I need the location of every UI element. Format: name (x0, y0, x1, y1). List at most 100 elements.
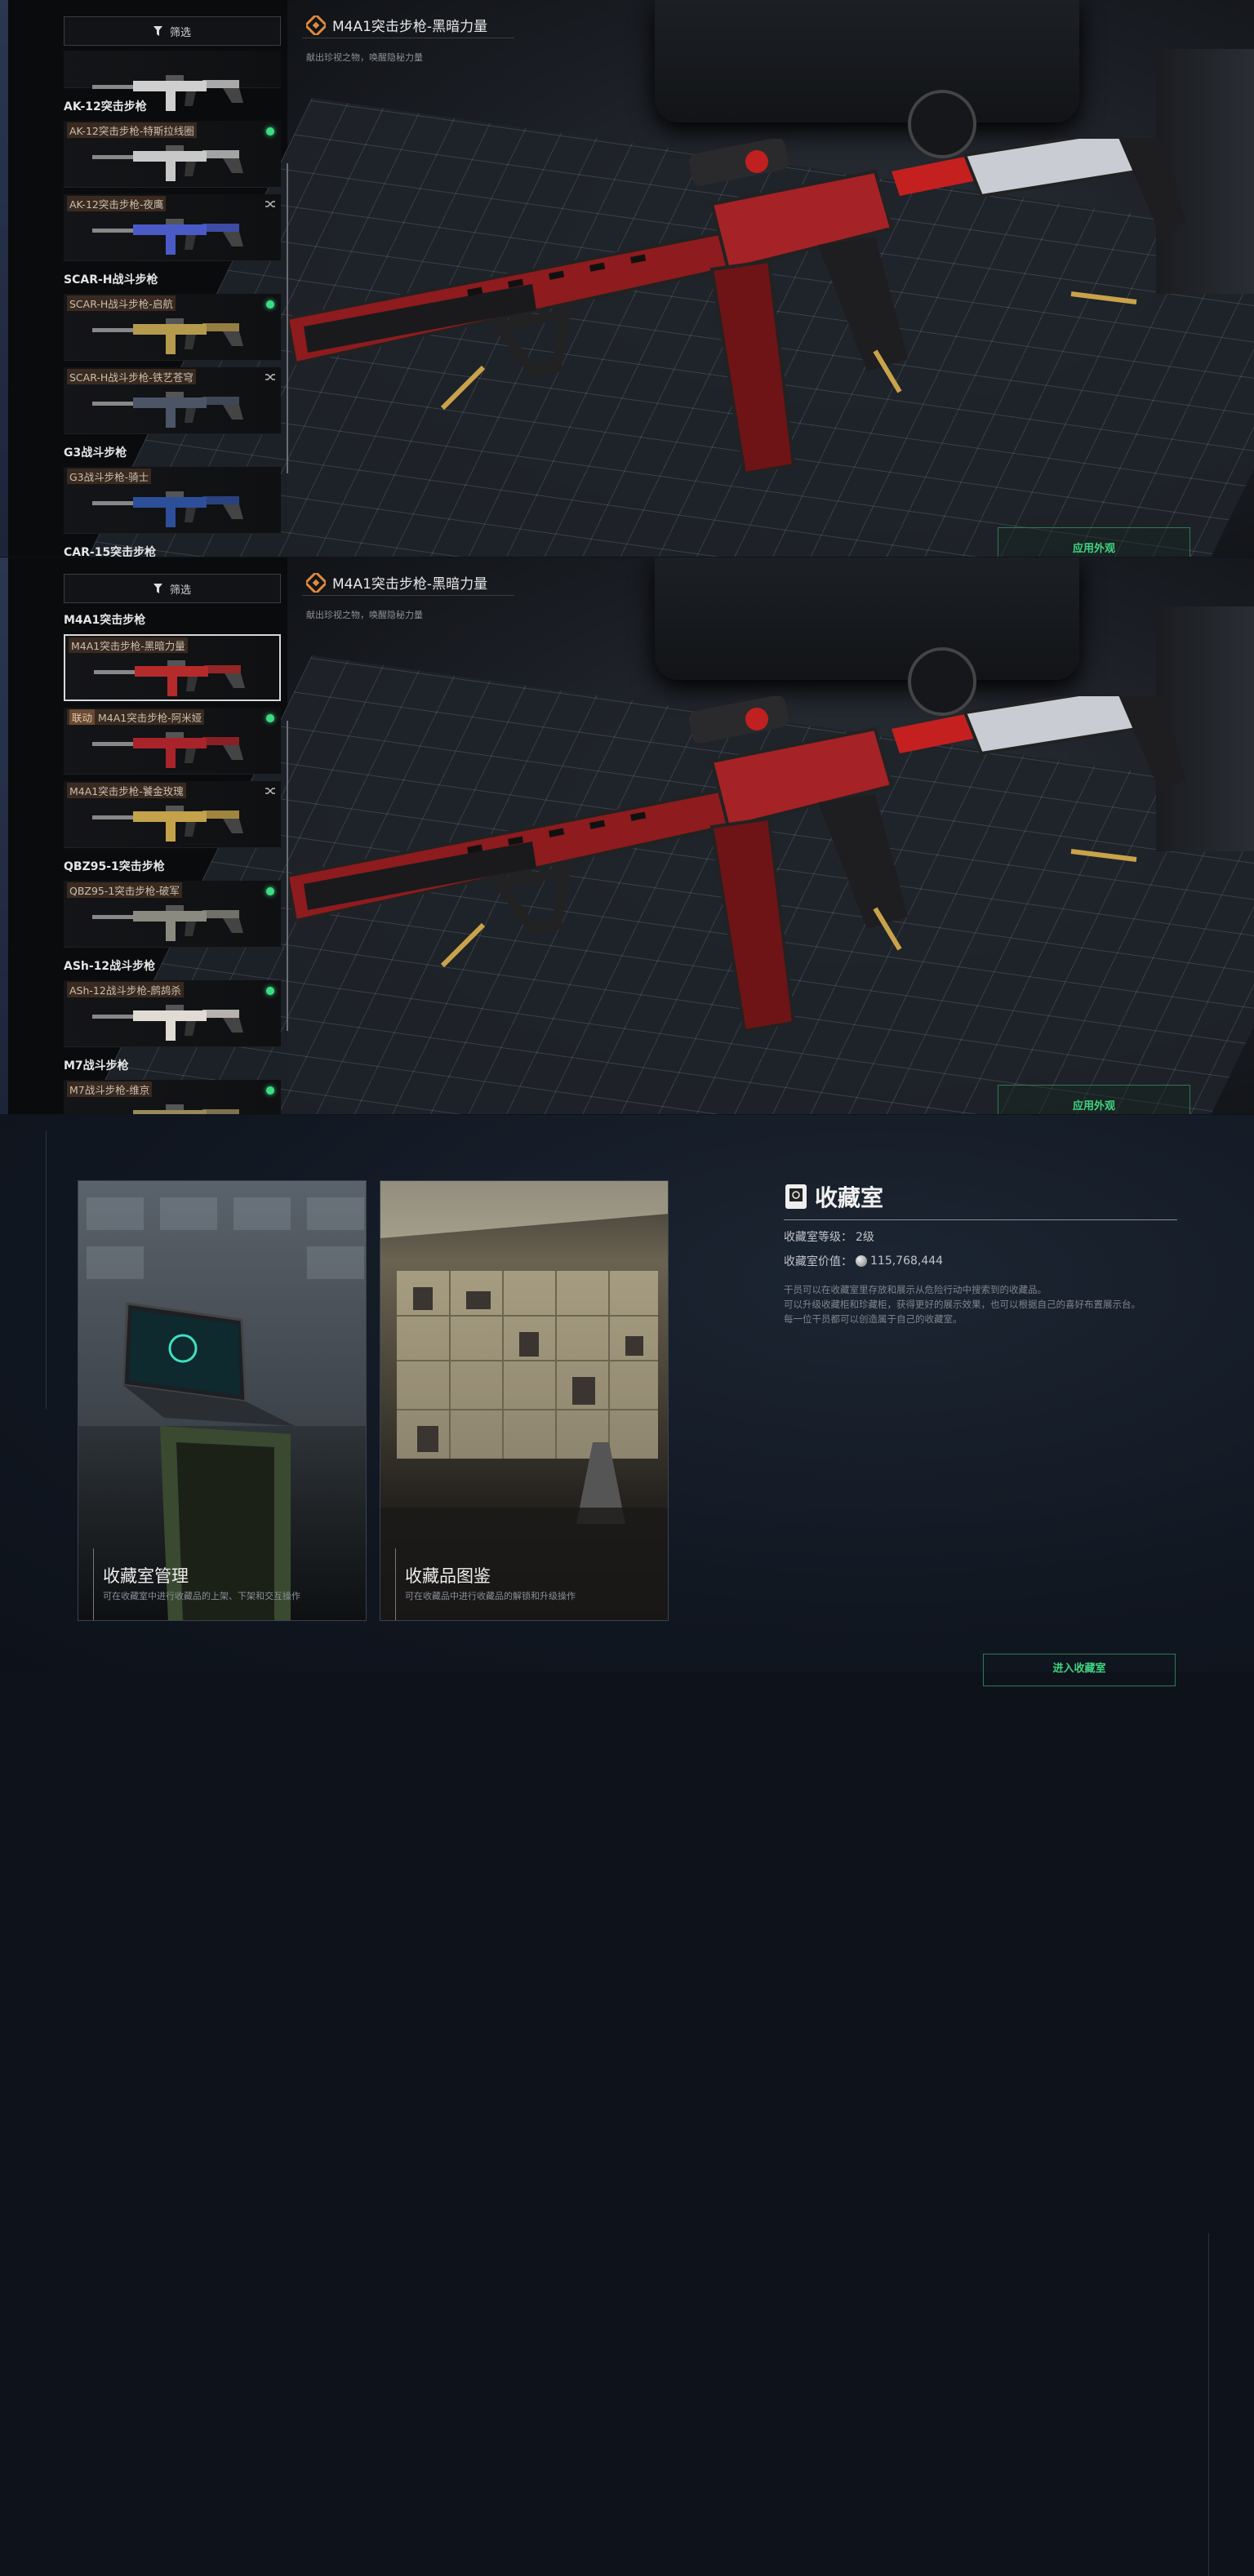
skin-label: SCAR-H战斗步枪-启航 (67, 295, 176, 311)
skin-label: M4A1突击步枪-饕金玫瑰 (67, 783, 186, 798)
skin-list-item[interactable]: M7战斗步枪-维京 (64, 1080, 281, 1114)
coin-icon (856, 1255, 867, 1267)
collection-info: 收藏室 收藏室等级： 2级 收藏室价值： 115,768,444 干员可以在收藏室里… (784, 1180, 1177, 1326)
skin-label: AK-12突击步枪-夜鹰 (67, 196, 167, 211)
weapon-group-header: CAR-15突击步枪 (64, 546, 157, 557)
edge-strip (0, 557, 8, 1114)
description-line: 可以升级收藏柜和珍藏柜，获得更好的展示效果，也可以根据自己的喜好布置展示台。 (784, 1299, 1141, 1310)
equipped-indicator (266, 127, 274, 135)
rarity-icon (306, 15, 326, 35)
skin-title: M4A1突击步枪-黑暗力量 (306, 15, 487, 35)
collab-tag: 联动 (69, 709, 96, 725)
collection-value: 收藏室价值： 115,768,444 (784, 1253, 1177, 1269)
weapon-group-header: ASh-12战斗步枪 (64, 960, 156, 973)
shuffle-icon (265, 201, 275, 207)
weapon-group-header: M4A1突击步枪 (64, 614, 146, 627)
skin-list-item[interactable]: G3战斗步枪-骑士 (64, 467, 281, 534)
filter-label: 筛选 (169, 26, 191, 39)
skin-title-text: M4A1突击步枪-黑暗力量 (332, 19, 488, 35)
weapon-thumbnail (92, 75, 243, 111)
weapon-skin-panel: 筛选 AK-12突击步枪 AK-12突击步枪-特斯拉线圈 AK-12突击步枪-夜鹰 S… (0, 0, 1254, 557)
decorative-line (395, 1548, 396, 1620)
collection-room-section: 收藏室管理 可在收藏室中进行收藏品的上架、下架和交互操作 收藏品图鉴 可在收藏品… (0, 1115, 1254, 2576)
value-label: 收藏室价值： (784, 1255, 852, 1268)
display-case-icon (785, 1184, 807, 1209)
weapon-case (655, 557, 1079, 680)
collection-management-card[interactable]: 收藏室管理 可在收藏室中进行收藏品的上架、下架和交互操作 (78, 1180, 367, 1621)
skin-list-item[interactable]: M4A1突击步枪-饕金玫瑰 (64, 781, 281, 848)
equipped-indicator (266, 887, 274, 895)
display-shelves-illustration (380, 1181, 668, 1620)
value-amount: 115,768,444 (870, 1255, 944, 1268)
skin-title-text: M4A1突击步枪-黑暗力量 (332, 576, 488, 593)
weapon-thumbnail (94, 660, 245, 696)
apply-skin-button[interactable]: 应用外观 (998, 527, 1190, 557)
weapon-3d-model[interactable] (287, 696, 1194, 1055)
skin-label: M4A1突击步枪-黑暗力量 (69, 637, 188, 653)
skin-name: SCAR-H战斗步枪-铁艺苍穹 (69, 371, 193, 384)
equipped-indicator (266, 714, 274, 722)
skin-list-item[interactable]: AK-12突击步枪-夜鹰 (64, 194, 281, 261)
filter-button[interactable]: 筛选 (64, 574, 281, 603)
skin-label: G3战斗步枪-骑士 (67, 469, 152, 484)
description-line: 每一位干员都可以创造属于自己的收藏室。 (784, 1313, 963, 1325)
collection-description: 干员可以在收藏室里存放和展示从危险行动中搜索到的收藏品。 可以升级收藏柜和珍藏柜… (784, 1282, 1177, 1326)
skin-label: AK-12突击步枪-特斯拉线圈 (67, 122, 197, 138)
divider (1208, 2233, 1209, 2576)
weapon-thumbnail (133, 1104, 239, 1114)
divider (46, 1131, 47, 1409)
skin-sidebar: 筛选 AK-12突击步枪 AK-12突击步枪-特斯拉线圈 AK-12突击步枪-夜鹰 S… (64, 16, 281, 557)
weapon-thumbnail (92, 806, 243, 842)
weapon-thumbnail (92, 219, 243, 255)
collection-level: 收藏室等级： 2级 (784, 1228, 1177, 1245)
skin-label: QBZ95-1突击步枪-破军 (67, 882, 182, 898)
divider (302, 595, 514, 596)
skin-list-item[interactable]: AK-12突击步枪-特斯拉线圈 (64, 121, 281, 188)
collection-catalog-card[interactable]: 收藏品图鉴 可在收藏品中进行收藏品的解锁和升级操作 (380, 1180, 669, 1621)
skin-list-item[interactable]: ASh-12战斗步枪-鹧鸪杀 (64, 980, 281, 1047)
skin-label: M7战斗步枪-维京 (67, 1081, 153, 1097)
weapon-group-header: G3战斗步枪 (64, 446, 127, 460)
equipment-box (1156, 49, 1254, 294)
skin-name: M4A1突击步枪-黑暗力量 (71, 640, 185, 652)
skin-list: AK-12突击步枪 AK-12突击步枪-特斯拉线圈 AK-12突击步枪-夜鹰 SCAR… (64, 51, 281, 557)
card-title: 收藏室管理 (103, 1566, 189, 1586)
skin-name: M7战斗步枪-维京 (69, 1084, 150, 1096)
skin-list-item[interactable]: SCAR-H战斗步枪-铁艺苍穹 (64, 367, 281, 434)
shuffle-icon (265, 374, 275, 380)
collection-title-text: 收藏室 (815, 1184, 884, 1211)
skin-label: SCAR-H战斗步枪-铁艺苍穹 (67, 369, 196, 384)
skin-subtitle: 献出珍视之物，唤醒隐秘力量 (306, 52, 423, 63)
weapon-3d-model[interactable] (287, 139, 1194, 498)
apply-skin-button[interactable]: 应用外观 (998, 1085, 1190, 1114)
skin-list-item[interactable]: QBZ95-1突击步枪-破军 (64, 881, 281, 948)
scrollbar[interactable] (287, 721, 288, 1031)
skin-name: M4A1突击步枪-阿米娅 (98, 712, 202, 724)
skin-name: M4A1突击步枪-饕金玫瑰 (69, 785, 184, 797)
equipment-box (1156, 606, 1254, 851)
gauge-dial (908, 647, 976, 716)
skin-list-item[interactable] (64, 51, 281, 111)
skin-list-item[interactable]: M4A1突击步枪-黑暗力量 (64, 634, 281, 701)
collection-title: 收藏室 (784, 1180, 1177, 1220)
card-description: 可在收藏室中进行收藏品的上架、下架和交互操作 (103, 1591, 300, 1601)
weapon-thumbnail (92, 732, 243, 768)
card-title: 收藏品图鉴 (405, 1566, 491, 1586)
scrollbar[interactable] (287, 163, 288, 473)
weapon-thumbnail (92, 318, 243, 354)
skin-label: ASh-12战斗步枪-鹧鸪杀 (67, 982, 184, 997)
filter-button[interactable]: 筛选 (64, 16, 281, 46)
weapon-group-header: AK-12突击步枪 (64, 100, 147, 113)
weapon-group-header: SCAR-H战斗步枪 (64, 273, 158, 286)
level-value: 2级 (856, 1231, 874, 1244)
gauge-dial (908, 90, 976, 158)
level-label: 收藏室等级： (784, 1231, 852, 1244)
terminal-kiosk-illustration (78, 1181, 366, 1620)
enter-collection-button[interactable]: 进入收藏室 (983, 1654, 1176, 1686)
skin-list-item[interactable]: SCAR-H战斗步枪-启航 (64, 294, 281, 361)
edge-strip (0, 0, 8, 557)
weapon-group-header: M7战斗步枪 (64, 1059, 129, 1073)
